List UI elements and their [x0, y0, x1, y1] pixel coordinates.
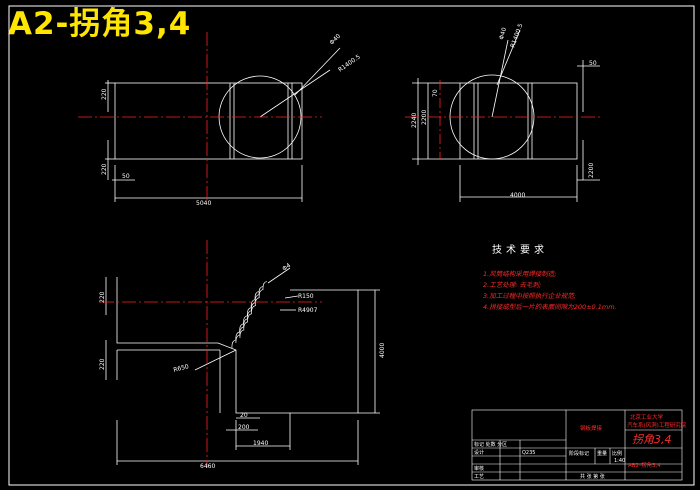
tech-item-3: 3.加工过程中按照执行企业规范;	[483, 292, 576, 300]
front-dim-small-label: 50	[122, 173, 130, 180]
front-leader-diameter	[294, 47, 341, 96]
tb-scale: 1:40	[614, 458, 625, 464]
tb-drawing-name: 拐角3,4	[632, 433, 672, 446]
tb-company-1: 北京工业大学	[630, 413, 664, 421]
side-leader-2	[496, 29, 521, 86]
side-left-h1: 2240	[411, 113, 418, 128]
tech-requirements-title: 技术要求	[492, 243, 548, 256]
section-dim-left-bottom-label: 220	[99, 358, 106, 370]
section-dim-small-a-label: 200	[238, 424, 250, 431]
side-left-h3: 70	[432, 89, 439, 97]
side-centerlines	[405, 80, 600, 160]
vane-row-2	[235, 286, 263, 344]
side-bottom-label: 4000	[510, 192, 525, 199]
section-dim-left-top-label: 220	[99, 291, 106, 303]
section-r1-label: R150	[298, 293, 314, 300]
tb-row-2: 审核	[474, 465, 484, 472]
title-block-frame	[471, 409, 683, 481]
front-dim-left-bottom: 220	[101, 163, 108, 175]
side-d2-label: R1400.5	[509, 22, 524, 48]
side-d1-label: Φ40	[498, 27, 508, 41]
side-right-top: 50	[589, 60, 597, 67]
tech-item-4: 4.拼接成型后一片的表面间隙为200±0.1mm.	[483, 303, 617, 311]
front-body	[114, 82, 303, 160]
tb-col-0: 阶段标记	[569, 450, 589, 457]
side-left-h2: 2200	[421, 110, 428, 125]
tb-company-2: 汽车系(风洞)工程研究院	[627, 421, 687, 429]
front-radius-label: R1400.5	[337, 53, 362, 73]
section-r2-label: R4907	[298, 307, 318, 314]
front-dim-bottom-label: 5040	[196, 200, 211, 207]
section-dim-bottom-label: 6460	[200, 463, 215, 470]
section-guide-vanes	[231, 281, 267, 349]
tb-row-3: 工艺	[474, 474, 484, 480]
title-block	[471, 409, 683, 481]
section-outline	[116, 289, 359, 414]
outer-frame	[8, 5, 695, 486]
tb-col-1: 重量	[597, 450, 607, 457]
vane-row-1	[231, 291, 259, 349]
tb-sheet: 共 张 第 张	[580, 473, 605, 480]
section-leader-r3	[194, 349, 237, 371]
tb-material: Q235	[522, 450, 535, 456]
section-r3-label: R650	[173, 363, 190, 374]
tech-item-2: 2.工艺处理: 去毛刺;	[483, 281, 541, 289]
drawing-title: A2-拐角3,4	[8, 6, 192, 42]
front-dim-left-top: 220	[101, 88, 108, 100]
section-view	[105, 267, 380, 465]
front-leader-radius	[259, 69, 331, 118]
front-view	[105, 47, 341, 202]
tb-row-0: 标记 处数 分区	[474, 441, 507, 448]
vane-row-3	[239, 281, 267, 339]
section-leader-angle	[267, 267, 291, 284]
tb-row-1: 设计	[474, 449, 484, 456]
section-dim-right-label: 4000	[379, 343, 386, 358]
section-angle-label: Φ4	[281, 262, 292, 273]
tb-stamp: 钢板焊接	[580, 424, 603, 432]
section-dim-small-b-label: 20	[240, 412, 248, 419]
tb-col-2: 比例	[612, 450, 622, 457]
section-dim-mid-label: 1940	[253, 440, 268, 447]
side-right-bottom: 2200	[588, 163, 595, 178]
front-centerlines	[78, 32, 322, 202]
tech-item-1: 1.风筒结构采用焊接制造;	[483, 270, 556, 278]
section-leader-r1	[284, 295, 299, 299]
section-centerlines	[100, 240, 322, 468]
tb-code: AB2-拐角3,4	[628, 461, 661, 469]
side-body	[459, 82, 578, 160]
front-diameter-label: Φ40	[328, 33, 342, 47]
